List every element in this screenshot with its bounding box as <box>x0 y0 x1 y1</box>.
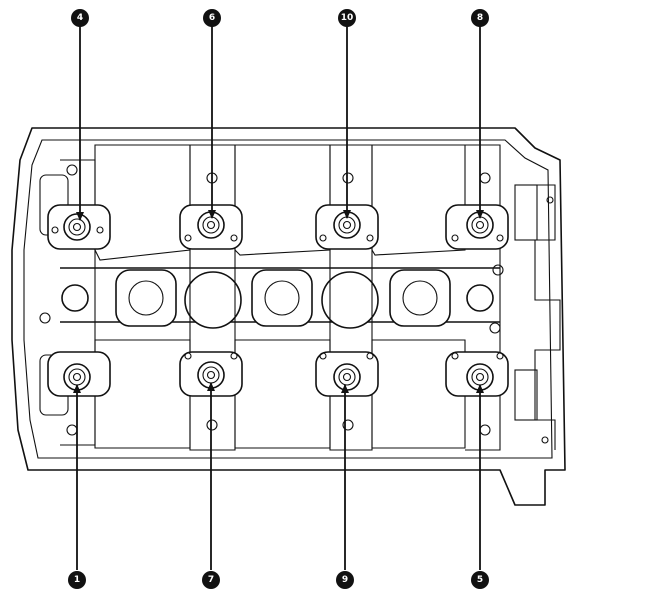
head-bolt-upper-3 <box>333 211 361 239</box>
callout-5: 5 <box>471 571 489 589</box>
callout-5-label: 5 <box>477 575 483 585</box>
end-bore-left <box>61 284 89 312</box>
right-flange-slot-lower <box>514 369 538 421</box>
callout-6-label: 6 <box>209 13 215 23</box>
cam-bore-2 <box>264 280 300 316</box>
cam-boss-2 <box>251 269 313 327</box>
callout-1: 1 <box>68 571 86 589</box>
callout-4-label: 4 <box>77 13 83 23</box>
cavity-lower-1 <box>94 339 191 449</box>
callout-4: 4 <box>71 9 89 27</box>
plug-tower-2 <box>321 271 379 329</box>
right-flange <box>520 184 561 450</box>
small-holes <box>39 164 554 444</box>
bolt-housing-col2 <box>189 144 236 451</box>
cam-bore-3 <box>402 280 438 316</box>
end-bore-right <box>466 284 494 312</box>
cam-boss-3 <box>389 269 451 327</box>
leader-lines <box>73 26 484 570</box>
callout-1-label: 1 <box>74 575 80 585</box>
bolt-housing-col4 <box>465 144 501 451</box>
head-inner-rim <box>23 139 553 459</box>
head-bolt-lower-2 <box>197 361 225 389</box>
callout-8-label: 8 <box>477 13 483 23</box>
bolt-housing-col3 <box>329 144 373 451</box>
callout-10: 10 <box>338 9 356 27</box>
plug-tower-1 <box>184 271 242 329</box>
callout-7-label: 7 <box>208 575 214 585</box>
callout-10-label: 10 <box>341 13 354 23</box>
callout-6: 6 <box>203 9 221 27</box>
callout-8: 8 <box>471 9 489 27</box>
head-bolt-lower-3 <box>333 363 361 391</box>
cavity-lower-2 <box>234 339 331 449</box>
head-bolt-upper-1 <box>63 213 91 241</box>
callout-9: 9 <box>336 571 354 589</box>
right-flange-slot <box>514 184 538 241</box>
cam-bore-1 <box>128 280 164 316</box>
cam-boss-1 <box>115 269 177 327</box>
callout-9-label: 9 <box>342 575 348 585</box>
head-outline <box>11 127 566 506</box>
callout-7: 7 <box>202 571 220 589</box>
